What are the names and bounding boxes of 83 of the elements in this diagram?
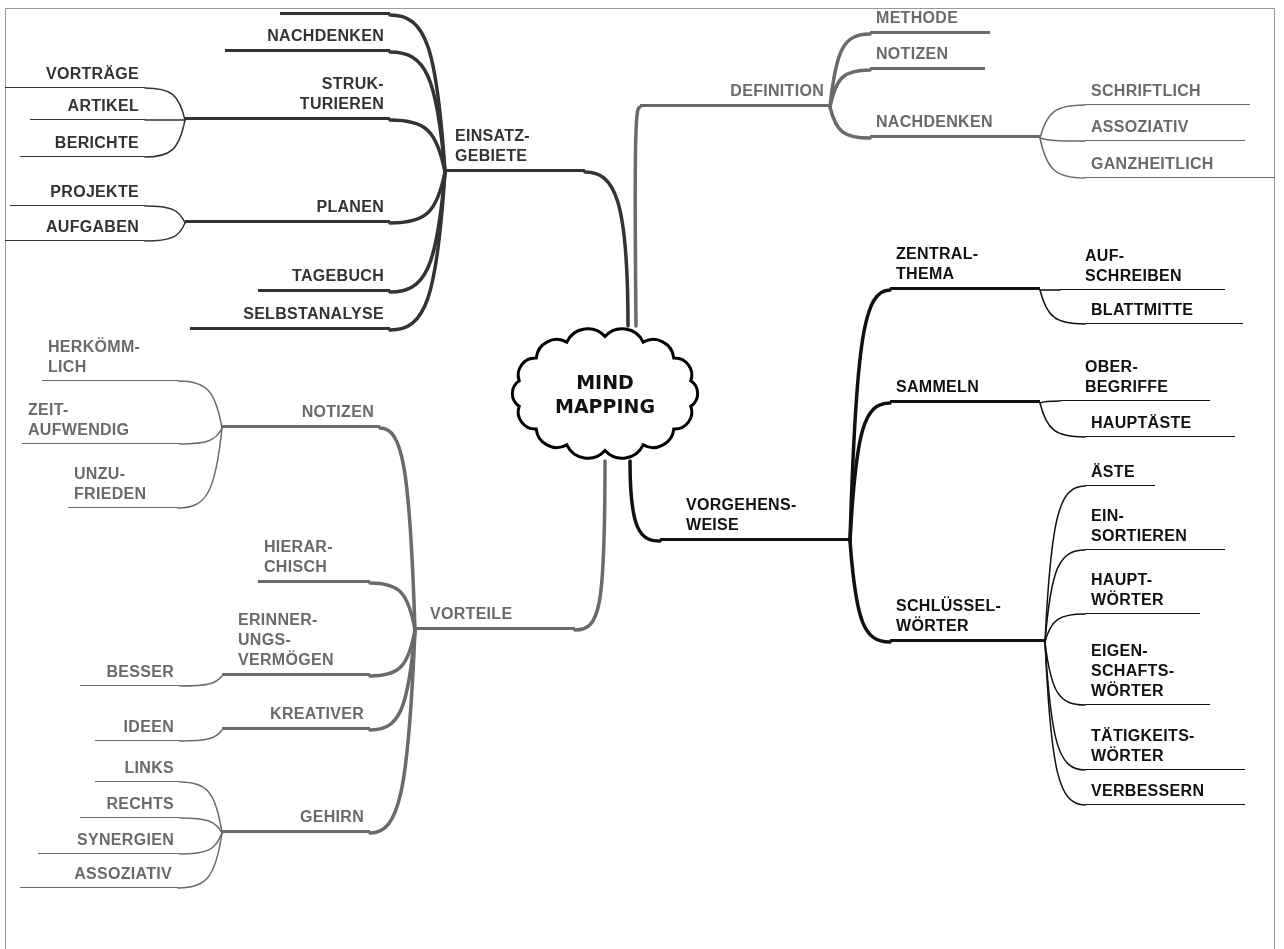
branch-label: ÄSTE [1085,462,1155,486]
branch-label: ERINNER- UNGS- VERMÖGEN [222,596,370,676]
branch-label: VORGEHENS- WEISE [660,482,850,541]
branch-label: AUF- SCHREIBEN [1060,238,1225,290]
branch-label: TÄTIGKEITS- WÖRTER [1085,712,1245,770]
branch-label: IDEEN [95,719,180,741]
branch-connector [633,105,642,328]
branch-connector [1044,613,1086,643]
branch-connector [583,170,630,328]
branch-label: NACHDENKEN [870,110,1040,138]
branch-connector [828,105,872,140]
branch-label: HIERAR- CHISCH [258,530,370,583]
branch-label: EIGEN- SCHAFTS- WÖRTER [1085,618,1210,705]
branch-label: BERICHTE [20,132,145,157]
branch-label: UNZU- FRIEDEN [68,454,178,508]
branch-connector [177,380,223,429]
branch-connector [573,459,607,632]
branch-connector [388,170,447,332]
branch-connector [1039,289,1061,291]
branch-label: ZENTRAL- THEMA [890,238,1040,290]
branch-connector [828,68,872,109]
branch-label: NACHDENKEN [225,22,390,52]
branch-label: KREATIVER [222,706,370,730]
branch-label: BLATTMITTE [1085,297,1243,324]
branch-connector [144,119,186,121]
branch-connector [179,832,223,855]
branch-label: DEFINITION [640,78,830,107]
branch-connector [1039,137,1086,142]
branch-connector [179,675,223,687]
branch-connector [848,401,892,543]
branch-connector [144,222,186,242]
central-topic: MIND MAPPING [554,369,656,418]
branch-connector [179,729,223,742]
branch-label: HERKÖMM- LICH [42,326,178,381]
branch-label: GEHIRN [222,810,370,833]
branch-label: STRUK- TURIEREN [185,62,390,120]
branch-label: VERBESSERN [1085,778,1245,805]
branch-label: OBER- BEGRIFFE [1060,350,1210,401]
branch-connector [1044,641,1086,806]
branch-connector [388,118,447,174]
branch-connector [179,781,223,834]
branch-label: LINKS [95,760,180,782]
branch-connector [179,817,223,834]
branch-label: METHODE [870,6,990,34]
branch-label: BESSER [80,664,180,686]
branch-label: EINSATZ- GEBIETE [445,112,585,172]
branch-label: RECHTS [80,796,180,818]
branch-label: SYNERGIEN [38,832,180,854]
branch-connector [177,832,223,889]
branch-label: ZEIT- AUFWENDIG [22,400,180,444]
branch-connector [144,205,186,224]
branch-connector [1039,137,1086,179]
branch-label: SAMMELN [890,376,1040,403]
branch-connector [177,427,223,509]
branch-connector [144,119,186,158]
branch-label: EIN- SORTIEREN [1085,497,1225,550]
branch-connector [368,581,417,632]
branch-label: GANZHEITLICH [1085,152,1275,178]
branch-label: PLANEN [185,196,390,223]
branch-label: VORTEILE [415,600,575,630]
branch-connector [1039,104,1086,139]
branch-label: SELBSTANALYSE [190,302,390,330]
branch-connector [368,628,417,835]
branch-connector [179,427,223,445]
branch-label: AUFGABEN [5,218,145,241]
branch-label: PROJEKTE [10,180,145,206]
branch-label: HAUPTÄSTE [1085,414,1235,437]
branch-label: HAUPT- WÖRTER [1085,558,1200,614]
branch-label: ASSOZIATIV [1085,116,1245,141]
branch-connector [1039,289,1086,325]
branch-label: ASSOZIATIV [20,866,178,888]
branch-label: VORTRÄGE [5,60,145,88]
branch-connector [144,87,186,121]
branch-label: NOTIZEN [222,400,380,428]
branch-connector [1039,402,1086,438]
branch-label: SCHRIFTLICH [1085,80,1250,105]
branch-connector [628,459,662,543]
branch-connector [848,539,892,644]
branch-label: NOTIZEN [870,42,985,70]
branch-label: SCHLÜSSEL- WÖRTER [890,585,1045,642]
branch-connector [1039,400,1061,404]
branch-label: TAGEBUCH [258,265,390,292]
branch-label: ARTIKEL [30,95,145,120]
